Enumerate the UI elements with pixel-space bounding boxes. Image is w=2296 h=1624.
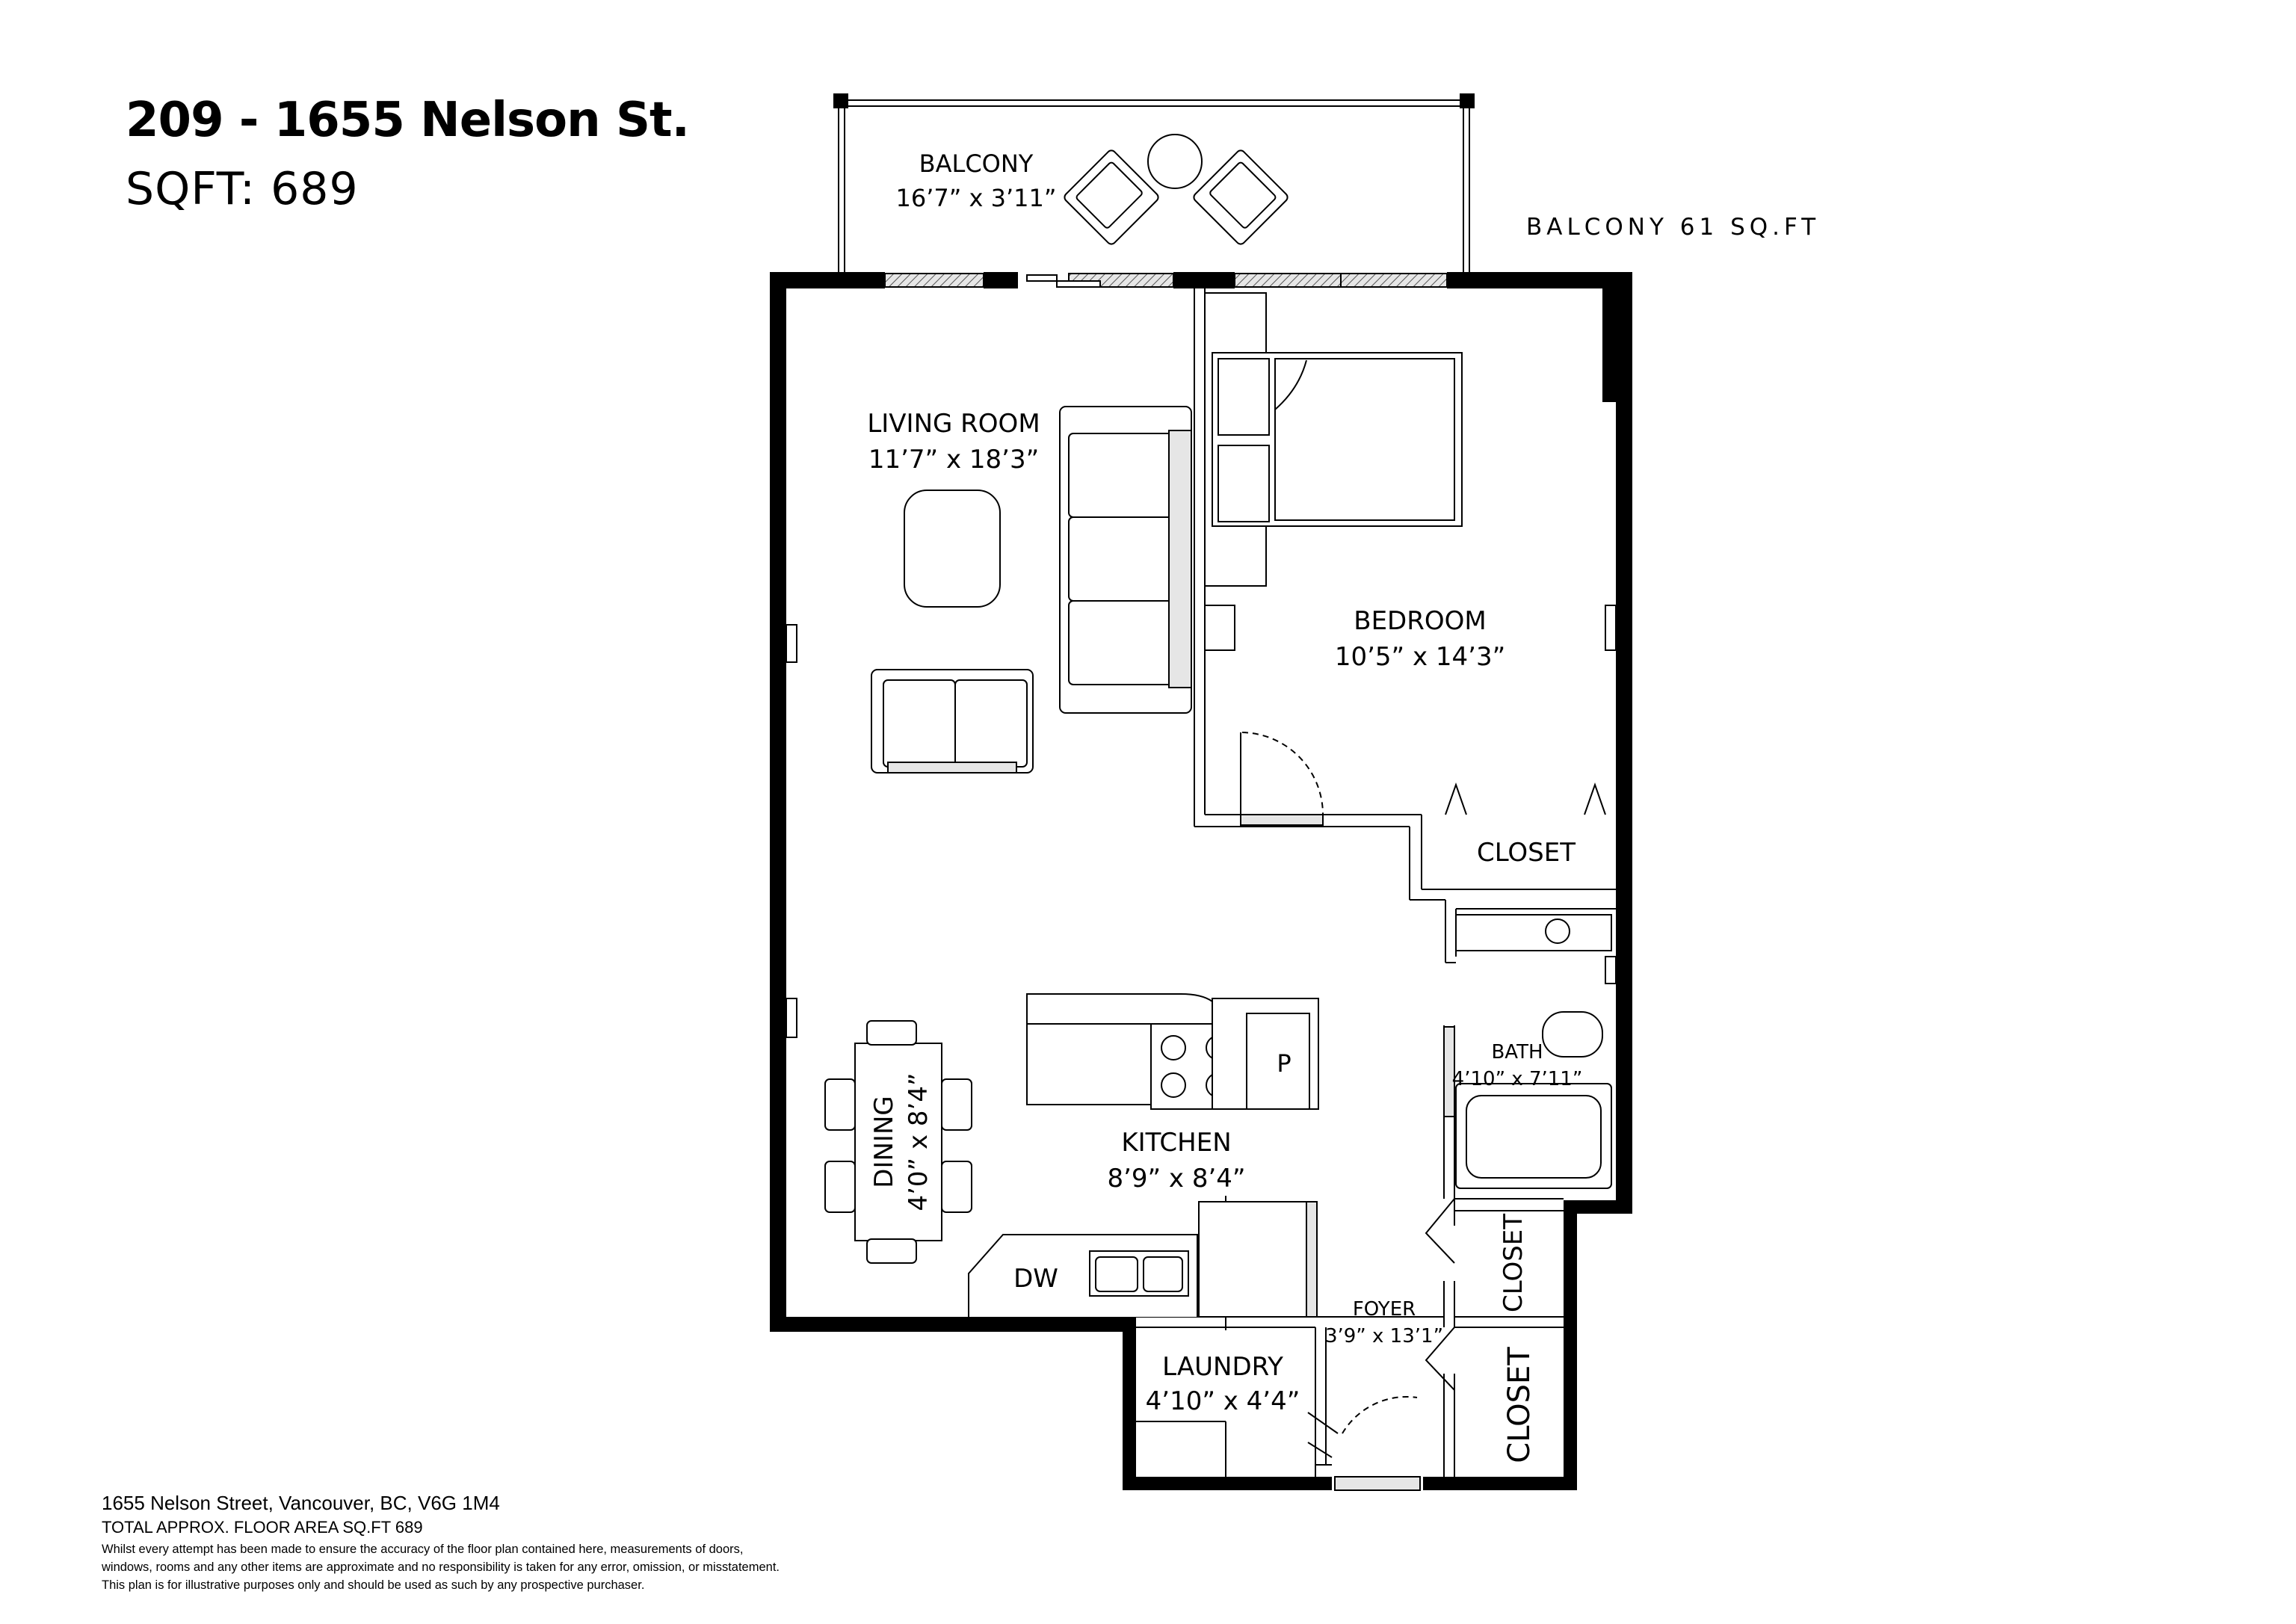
listing-sqft: SQFT: 689 (126, 163, 359, 215)
bedroom-dims: 10’5” x 14’3” (1335, 642, 1505, 672)
listing-title: 209 - 1655 Nelson St. (126, 93, 690, 148)
living-furniture (871, 406, 1192, 774)
footer-address: 1655 Nelson Street, Vancouver, BC, V6G 1… (102, 1492, 500, 1514)
foyer-closet-2-label: CLOSET (1502, 1347, 1537, 1463)
kitchen-dims: 8’9” x 8’4” (1107, 1164, 1245, 1194)
kitchen-fixtures (968, 993, 1319, 1318)
room-labels: BALCONY 61 SQ.FT BALCONY 16’7” x 3’11” L… (867, 149, 1820, 1463)
balcony-furniture (1064, 134, 1289, 245)
bath-fixtures (1443, 914, 1612, 1189)
pantry-label: P (1277, 1049, 1291, 1078)
dining-furniture (824, 1020, 972, 1264)
doors (1240, 731, 1606, 1458)
balcony-note: BALCONY 61 SQ.FT (1526, 214, 1820, 241)
balcony-label: BALCONY (919, 149, 1034, 178)
bedroom-label: BEDROOM (1354, 606, 1486, 636)
foyer-label: FOYER (1353, 1298, 1416, 1321)
foyer-closet-1-label: CLOSET (1499, 1214, 1528, 1312)
footer: 1655 Nelson Street, Vancouver, BC, V6G 1… (102, 1492, 1073, 1594)
disclaimer-line: windows, rooms and any other items are a… (102, 1560, 780, 1574)
interior-walls (1136, 288, 1616, 1477)
dining-label: DINING (869, 1096, 899, 1188)
footer-disclaimer: Whilst every attempt has been made to en… (102, 1540, 1073, 1594)
wall-details (786, 605, 1617, 1038)
dining-dims: 4’0” x 8’4” (904, 1072, 933, 1211)
dishwasher-label: DW (1013, 1264, 1058, 1294)
kitchen-label: KITCHEN (1121, 1128, 1231, 1158)
bedroom-closet-label: CLOSET (1477, 838, 1576, 868)
foyer-dims: 3’9” x 13’1” (1325, 1325, 1443, 1347)
bath-label: BATH (1491, 1041, 1543, 1063)
balcony-dims: 16’7” x 3’11” (896, 184, 1057, 212)
windows (884, 273, 1448, 1491)
exterior-walls (770, 272, 1632, 1490)
bath-dims: 4’10” x 7’11” (1452, 1068, 1583, 1090)
balcony (833, 93, 1475, 275)
living-room-dims: 11’7” x 18’3” (868, 445, 1039, 475)
disclaimer-line: This plan is for illustrative purposes o… (102, 1578, 645, 1592)
footer-area: TOTAL APPROX. FLOOR AREA SQ.FT 689 (102, 1518, 423, 1537)
living-room-label: LIVING ROOM (867, 409, 1040, 439)
laundry-dims: 4’10” x 4’4” (1146, 1386, 1300, 1416)
laundry-label: LAUNDRY (1162, 1352, 1283, 1382)
disclaimer-line: Whilst every attempt has been made to en… (102, 1543, 744, 1556)
bedroom-furniture (1204, 292, 1463, 587)
